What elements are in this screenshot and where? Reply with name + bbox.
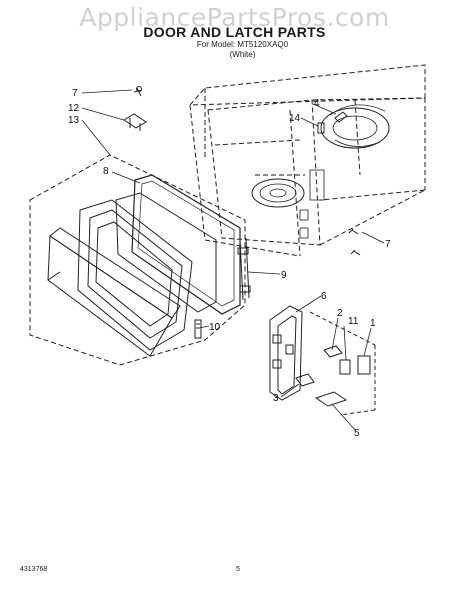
cabinet-outline [188, 64, 426, 257]
hinge-bar-part-9 [237, 237, 251, 301]
callout-label: 6 [321, 291, 327, 302]
door-choke-part-8 [131, 174, 241, 315]
callout-label: 7 [72, 88, 78, 99]
leader-lines [81, 89, 385, 431]
callout-label: 13 [68, 115, 80, 126]
callout-label: 8 [103, 166, 109, 177]
part-4-icon [334, 111, 348, 123]
page-number: 5 [236, 566, 240, 573]
latch-lever-part-2 [323, 345, 343, 358]
document-number: 4313768 [20, 566, 48, 573]
callout-label: 9 [281, 270, 287, 281]
callout-label: 1 [370, 318, 376, 329]
fan-motor-icon [320, 107, 390, 149]
door-screen [115, 192, 217, 313]
turntable-icon [251, 178, 305, 208]
latch-bracket-part-6 [269, 305, 303, 401]
diagram-title: DOOR AND LATCH PARTS [143, 24, 326, 40]
callout-label: 5 [354, 428, 360, 439]
actuator-part-5 [314, 391, 348, 407]
color-line: (White) [229, 50, 256, 59]
callout-label: 10 [209, 322, 221, 333]
lever-part-3 [295, 373, 315, 387]
latch-hook-part-10 [194, 319, 202, 339]
door-assembly-outline [29, 154, 246, 366]
model-line: For Model: MT5120XAQ0 [196, 40, 289, 49]
callout-label: 12 [68, 103, 80, 114]
callout-label: 14 [289, 113, 301, 124]
callout-label: 7 [385, 239, 391, 250]
door-panel [47, 227, 181, 357]
door-frame [77, 199, 193, 351]
part-14-icon [317, 122, 325, 134]
callout-label: 11 [348, 316, 359, 327]
callout-label: 2 [337, 308, 343, 319]
switch-part-1 [357, 355, 371, 375]
callout-label: 4 [314, 98, 320, 109]
switch-part-11 [339, 359, 351, 375]
callout-label: 3 [273, 393, 279, 404]
screw-pair-icon [348, 228, 361, 256]
screw-part-7 [133, 87, 143, 97]
bracket-part-12 [123, 113, 147, 131]
watermark: AppliancePartsPros.com [79, 3, 390, 32]
